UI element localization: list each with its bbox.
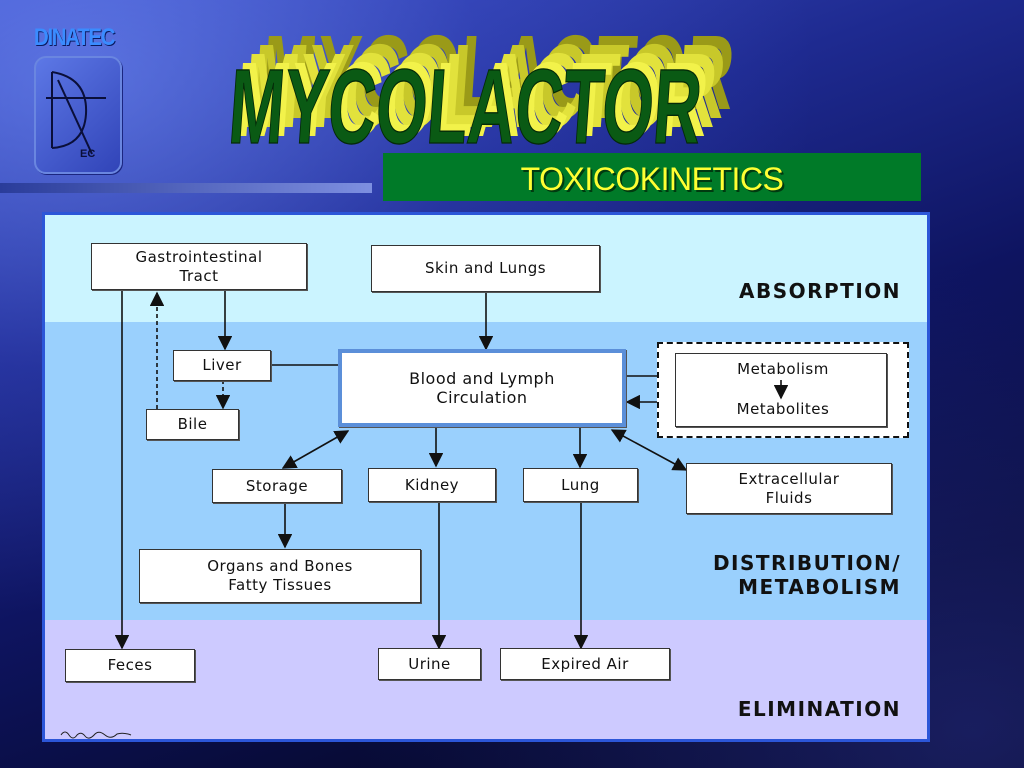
node-blood-label: Blood and Lymph Circulation [409, 369, 555, 407]
node-skin-lungs-label: Skin and Lungs [424, 259, 547, 277]
node-storage: Storage [212, 469, 342, 503]
node-skin-lungs: Skin and Lungs [371, 245, 600, 292]
title-extrude-2: MYCOLACTOR [241, 30, 721, 149]
header-rule [0, 183, 372, 193]
node-organs-label: Organs and Bones Fatty Tissues [207, 557, 353, 594]
node-metabolites-label: Metabolites [736, 400, 830, 418]
node-bile-label: Bile [177, 415, 208, 433]
arrow-blood-extracellular [610, 429, 688, 471]
page-title: MYCOLACTOR [225, 47, 705, 166]
title-extrude-4: MYCOLACTOR [258, 12, 738, 131]
node-bile: Bile [146, 409, 239, 440]
node-blood-lymph: Blood and Lymph Circulation [338, 349, 626, 427]
node-lung-label: Lung [561, 475, 600, 494]
node-expired-air-label: Expired Air [541, 654, 629, 673]
node-extracellular: Extracellular Fluids [686, 463, 892, 514]
title-graphic: MYCOLACTOR MYCOLACTOR MYCOLACTOR MYCOLAC… [225, 12, 738, 166]
node-urine-label: Urine [408, 654, 451, 673]
node-metabolism-label: Metabolism [737, 360, 829, 378]
node-metabolism [675, 353, 887, 427]
toxicokinetics-diagram: Gastrointestinal Tract Skin and Lungs AB… [42, 212, 930, 742]
metabolism-frame: Metabolism Metabolites [657, 342, 909, 438]
node-expired-air: Expired Air [500, 648, 670, 680]
node-kidney: Kidney [368, 468, 496, 502]
section-absorption: ABSORPTION [738, 279, 901, 303]
node-gi-tract-label: Gastrointestinal Tract [135, 247, 263, 285]
node-liver: Liver [173, 350, 271, 381]
title-extrude-1: MYCOLACTOR [232, 39, 712, 158]
dec-monogram-icon: EC [34, 56, 122, 174]
node-organs: Organs and Bones Fatty Tissues [139, 549, 421, 603]
node-lung: Lung [523, 468, 638, 502]
page-subtitle: TOXICOKINETICS [520, 161, 784, 197]
node-storage-label: Storage [245, 476, 309, 495]
signature-icon [60, 731, 132, 739]
node-feces: Feces [65, 649, 195, 682]
node-gi-tract: Gastrointestinal Tract [91, 243, 307, 290]
logo-text: DINATEC [34, 24, 116, 51]
node-kidney-label: Kidney [404, 475, 460, 494]
node-urine: Urine [378, 648, 481, 680]
section-distribution: DISTRIBUTION/ METABOLISM [712, 551, 901, 599]
metabolism-arrow [773, 380, 789, 400]
node-extracellular-label: Extracellular Fluids [738, 469, 840, 507]
subtitle-bar: TOXICOKINETICS [383, 153, 921, 201]
section-elimination: ELIMINATION [737, 697, 901, 721]
title-extrude-3: MYCOLACTOR [249, 21, 729, 140]
arrow-blood-storage [281, 430, 350, 469]
node-feces-label: Feces [107, 656, 153, 674]
node-liver-label: Liver [202, 356, 242, 374]
logo-sub: EC [80, 148, 96, 160]
